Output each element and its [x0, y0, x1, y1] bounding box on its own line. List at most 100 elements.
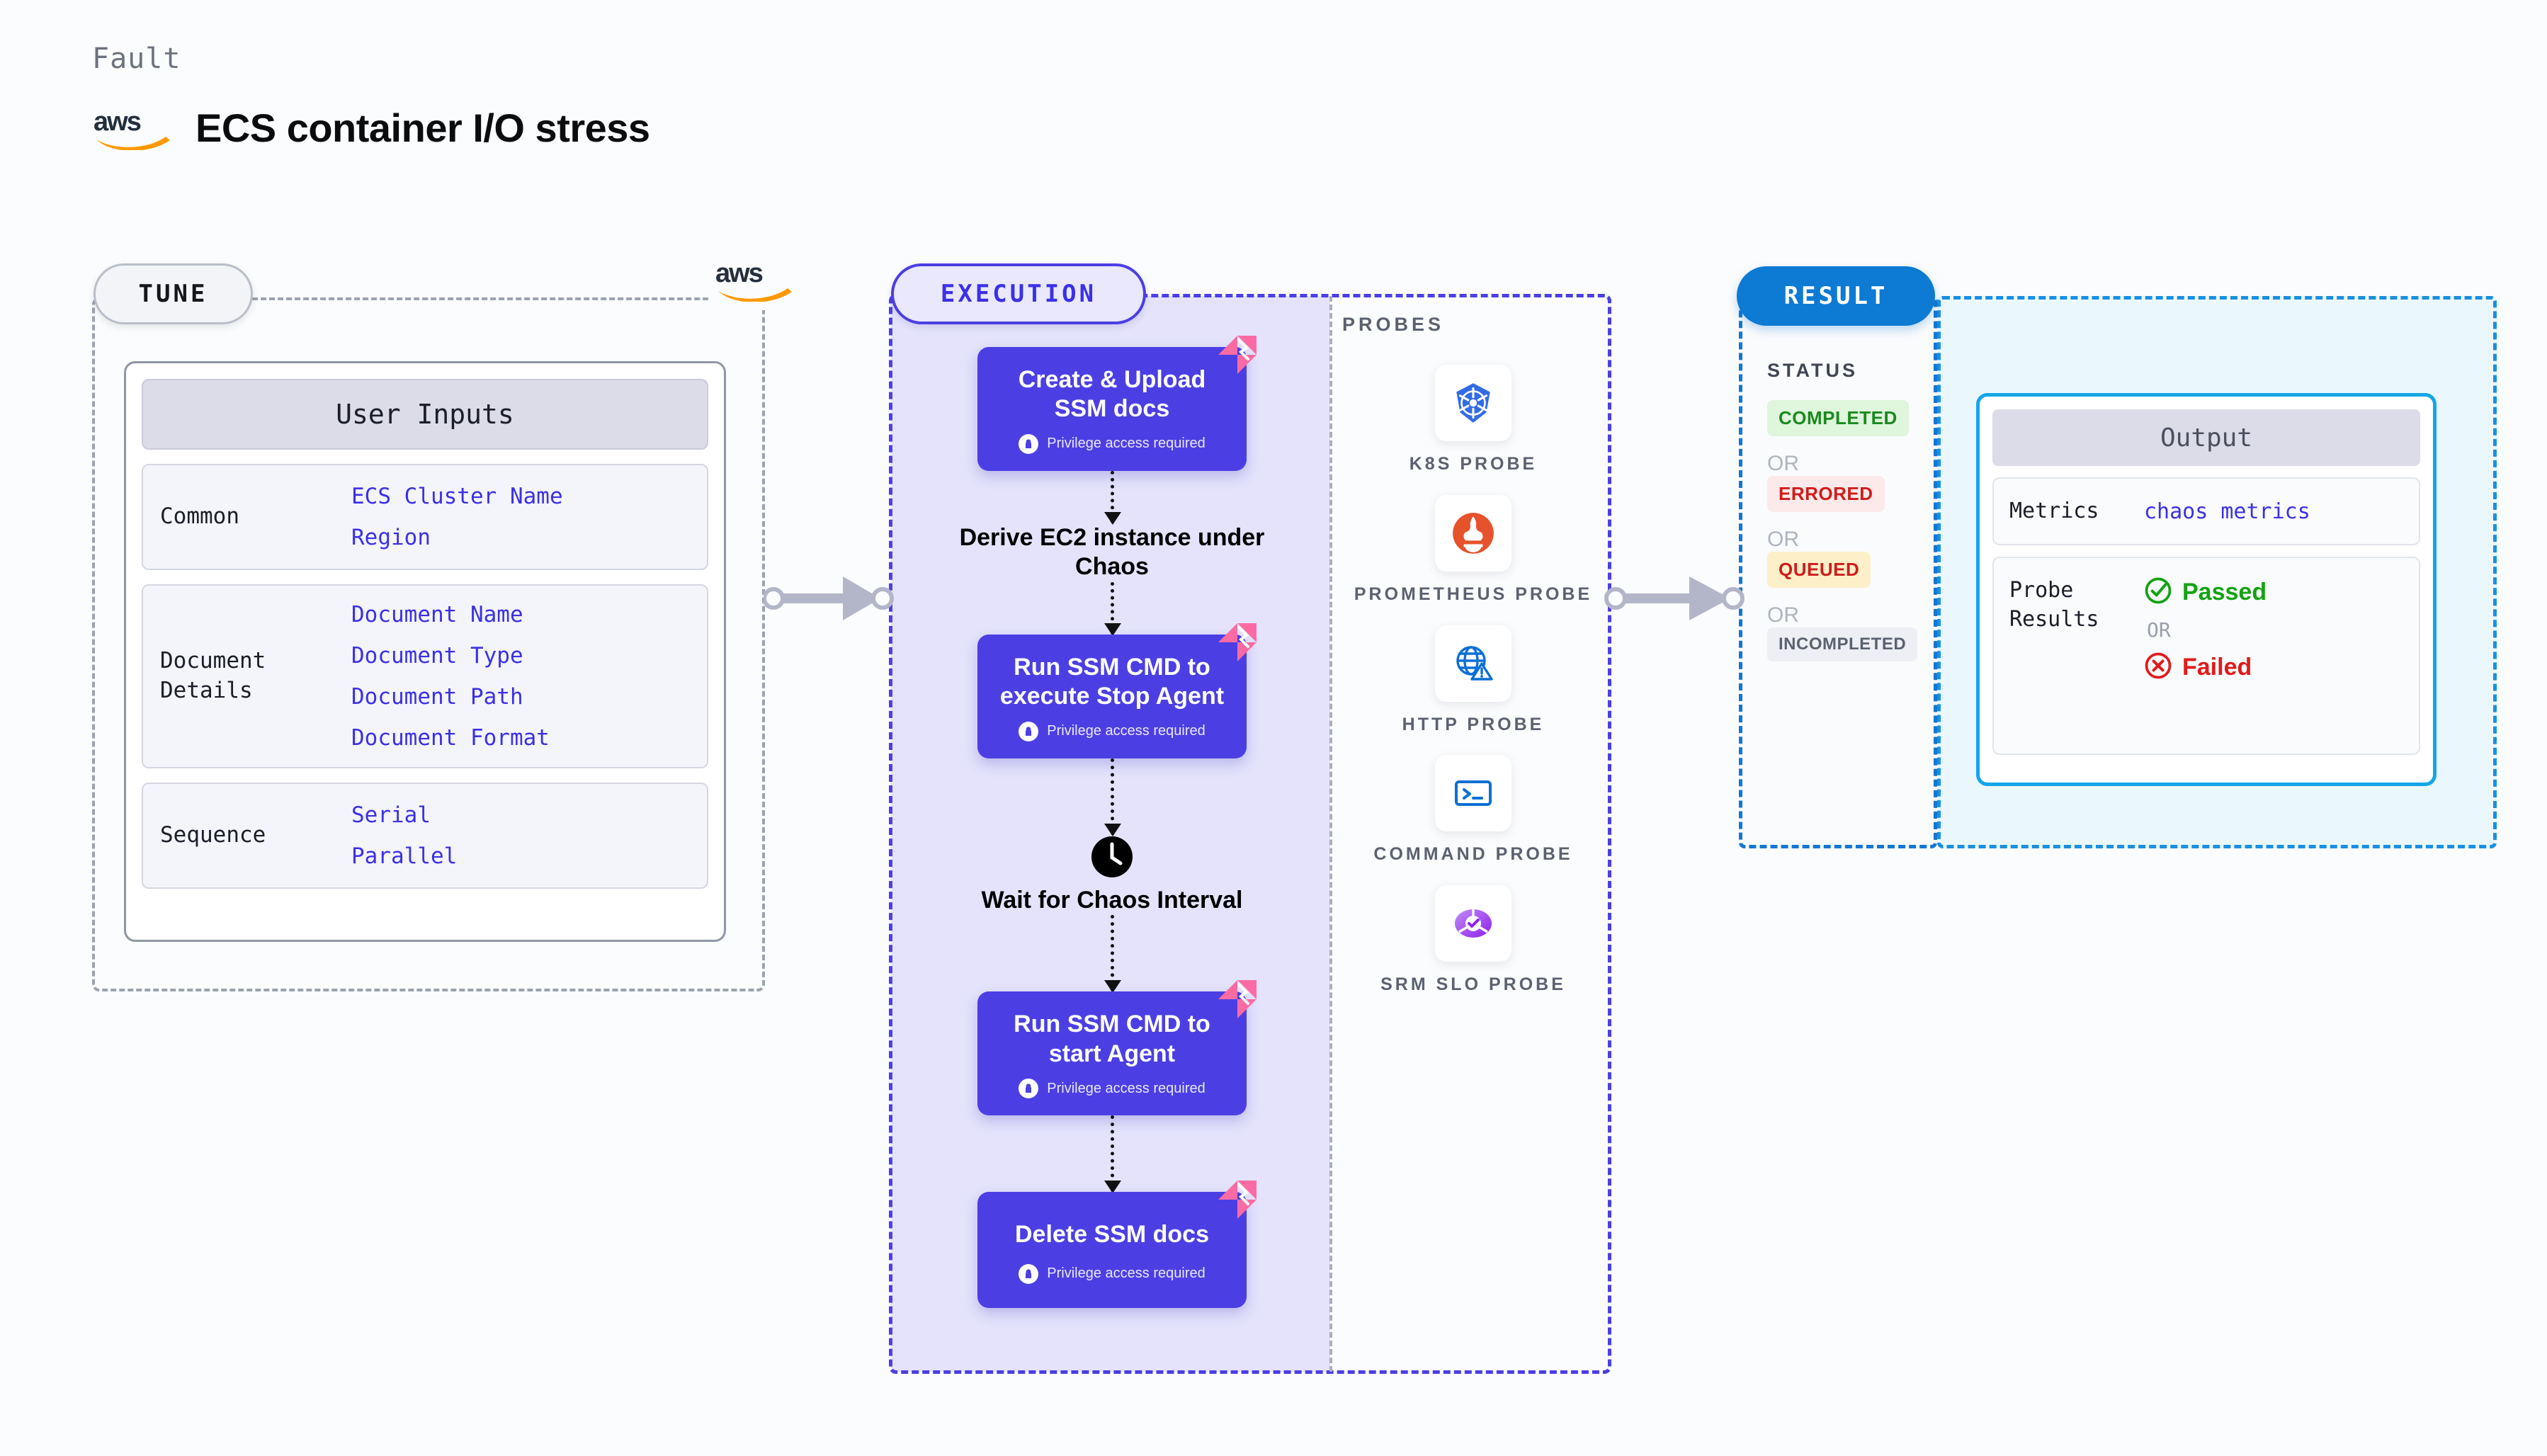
harness-badge-icon	[1215, 333, 1259, 377]
probe-item-http[interactable]: HTTP PROBE	[1346, 625, 1601, 737]
input-field-document-path[interactable]: Document Path	[351, 684, 523, 710]
flow-node-derive-ec2-instance: Derive EC2 instance under Chaos	[959, 523, 1265, 581]
metrics-value[interactable]: chaos metrics	[2144, 499, 2310, 524]
fault-kicker: Fault	[92, 42, 181, 75]
status-badge-queued: QUEUED	[1767, 552, 1871, 588]
metrics-label: Metrics	[2009, 498, 2099, 523]
input-field-document-name[interactable]: Document Name	[351, 602, 523, 627]
output-row-probe-results: Probe Results Passed OR	[1992, 557, 2420, 755]
input-group-sequence: Sequence Serial Parallel	[142, 783, 708, 889]
flow-connector	[1104, 915, 1121, 994]
output-row-metrics: Metrics chaos metrics	[1992, 477, 2420, 545]
probe-result-passed: Passed	[2144, 576, 2267, 608]
flow-node-delete-ssm-docs[interactable]: Delete SSM docs Privilege access require…	[977, 1181, 1257, 1308]
probe-item-srm-slo[interactable]: SRM SLO PROBE	[1346, 885, 1601, 997]
lock-icon	[1019, 1079, 1039, 1099]
user-inputs-title: User Inputs	[142, 379, 708, 450]
flow-node-create-upload-ssm-docs[interactable]: Create & Upload SSM docs Privilege acces…	[977, 336, 1257, 471]
aws-logo-icon: aws	[708, 255, 812, 310]
execution-badge: EXECUTION	[891, 263, 1146, 324]
output-title: Output	[1992, 409, 2420, 466]
execution-section	[889, 294, 1611, 1374]
input-group-common: Common ECS Cluster Name Region	[142, 464, 708, 570]
probe-result-failed: Failed	[2144, 652, 2267, 683]
flow-connector	[1104, 758, 1121, 836]
flow-node-run-ssm-cmd-stop-agent[interactable]: Run SSM CMD to execute Stop Agent Privil…	[977, 622, 1257, 758]
page-title: ECS container I/O stress	[195, 106, 650, 150]
input-field-document-type[interactable]: Document Type	[351, 643, 523, 669]
status-badge-errored: ERRORED	[1767, 476, 1885, 512]
srm-slo-icon	[1435, 885, 1511, 962]
probe-label: K8S PROBE	[1409, 454, 1538, 474]
tune-badge: TUNE	[93, 263, 253, 324]
probe-label: HTTP PROBE	[1402, 714, 1545, 734]
privilege-text: Privilege access required	[1047, 1080, 1206, 1096]
failed-label: Failed	[2182, 654, 2252, 681]
check-circle-icon	[2144, 576, 2172, 608]
harness-badge-icon	[1215, 977, 1259, 1021]
probe-item-k8s[interactable]: K8S PROBE	[1346, 365, 1601, 477]
privilege-text: Privilege access required	[1047, 723, 1206, 739]
node-privilege-note: Privilege access required	[990, 721, 1234, 741]
probe-item-prometheus[interactable]: PROMETHEUS PROBE	[1346, 494, 1601, 607]
execution-flow: Create & Upload SSM docs Privilege acces…	[949, 336, 1275, 1308]
probe-label: COMMAND PROBE	[1373, 844, 1573, 865]
probe-label: PROMETHEUS PROBE	[1354, 584, 1593, 604]
input-group-document-details: Document Details Document Name Document …	[142, 584, 708, 768]
status-title: STATUS	[1767, 360, 1858, 381]
probe-results-label: Probe Results	[2009, 578, 2099, 632]
node-title: Wait for Chaos Interval	[981, 886, 1243, 914]
status-or-label: OR	[1767, 603, 1799, 627]
kubernetes-icon	[1435, 365, 1511, 441]
input-field-ecs-cluster-name[interactable]: ECS Cluster Name	[351, 484, 563, 509]
node-title: Delete SSM docs	[1015, 1221, 1209, 1249]
status-or-label: OR	[1767, 452, 1799, 475]
flow-connector	[1104, 1115, 1121, 1194]
status-badge-completed: COMPLETED	[1767, 400, 1909, 436]
output-card: Output Metrics chaos metrics Probe Resul…	[1976, 393, 2437, 786]
user-inputs-card: User Inputs Common ECS Cluster Name Regi…	[124, 361, 726, 942]
execution-probes-divider	[1329, 296, 1332, 1372]
node-title: Run SSM CMD to execute Stop Agent	[999, 653, 1225, 710]
x-circle-icon	[2144, 652, 2172, 683]
title-row: aws ECS container I/O stress	[92, 105, 650, 151]
flow-connector	[1104, 581, 1121, 636]
input-option-parallel[interactable]: Parallel	[351, 843, 458, 869]
input-field-document-format[interactable]: Document Format	[351, 725, 550, 751]
flow-node-run-ssm-cmd-start-agent[interactable]: Run SSM CMD to start Agent Privilege acc…	[977, 980, 1257, 1116]
lock-icon	[1019, 1263, 1039, 1284]
input-field-region[interactable]: Region	[351, 525, 431, 550]
status-or-label: OR	[1767, 528, 1799, 551]
node-privilege-note: Privilege access required	[990, 1263, 1234, 1284]
harness-badge-icon	[1215, 620, 1259, 664]
probes-title: PROBES	[1342, 314, 1445, 335]
result-badge: RESULT	[1737, 266, 1935, 326]
tune-section	[92, 297, 765, 991]
clock-icon	[1090, 835, 1134, 879]
aws-logo-icon: aws	[92, 106, 177, 151]
svg-text:aws: aws	[715, 258, 763, 288]
status-badge-incompleted: INCOMPLETED	[1767, 627, 1918, 661]
privilege-text: Privilege access required	[1047, 1266, 1206, 1282]
probe-result-or-label: OR	[2147, 618, 2171, 642]
lock-icon	[1019, 433, 1039, 454]
group-label: Common	[160, 504, 239, 530]
terminal-icon	[1435, 755, 1511, 832]
page-header: Fault aws ECS container I/O stress	[92, 42, 650, 151]
flow-connector	[1104, 470, 1121, 525]
group-label: Sequence	[160, 822, 266, 848]
passed-label: Passed	[2182, 579, 2267, 605]
node-title: Create & Upload SSM docs	[1018, 366, 1206, 423]
connector-execution-to-result	[1604, 567, 1746, 630]
probe-item-command[interactable]: COMMAND PROBE	[1346, 755, 1601, 867]
status-list: STATUS COMPLETED OR ERRORED OR QUEUED OR…	[1767, 360, 1944, 661]
harness-badge-icon	[1215, 1178, 1259, 1222]
flow-node-wait-for-chaos-interval: Wait for Chaos Interval	[981, 835, 1243, 915]
globe-warning-icon	[1435, 625, 1511, 702]
node-privilege-note: Privilege access required	[990, 1079, 1234, 1099]
prometheus-icon	[1435, 494, 1511, 571]
input-option-serial[interactable]: Serial	[351, 802, 431, 828]
probe-label: SRM SLO PROBE	[1380, 974, 1566, 994]
group-label: Document Details	[160, 648, 266, 703]
probes-list: K8S PROBE PROMETHEUS PROBE	[1346, 365, 1601, 997]
